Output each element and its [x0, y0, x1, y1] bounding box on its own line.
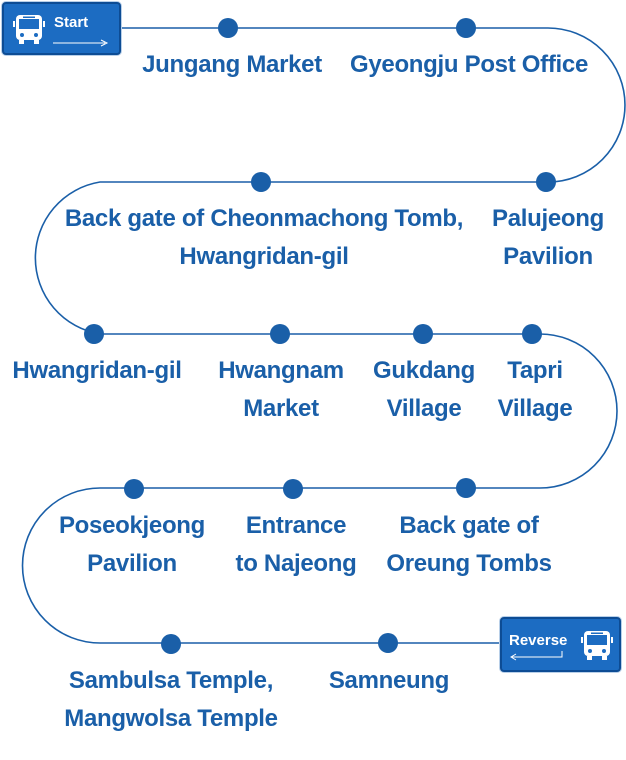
stop-label-line: Tapri — [507, 357, 563, 384]
stop-label-line: Village — [386, 395, 462, 422]
stop-label: Back gate of Cheonmachong Tomb, Hwangrida… — [64, 200, 464, 276]
stop-label-line: Jungang Market — [142, 51, 322, 78]
stop-dot — [84, 324, 104, 344]
stop-label-line: Samneung — [328, 667, 450, 694]
stop-label-line: Village — [497, 395, 573, 422]
stop-dot — [536, 172, 556, 192]
stop-label-line: Back gate of — [399, 512, 539, 539]
stop-label-line: Pavilion — [503, 243, 593, 270]
stop-label-line: Gyeongju Post Office — [349, 51, 589, 78]
start-label: Start — [54, 14, 89, 31]
stop-dot — [456, 478, 476, 498]
bus-icon — [581, 631, 613, 660]
stop-label-line: Hwangridan-gil — [179, 243, 349, 270]
stop-label-line: Sambulsa Temple, — [68, 667, 274, 694]
stop-dot — [456, 18, 476, 38]
stop-label: Gyeongju Post Office — [350, 46, 588, 84]
stop-label: Jungang Market — [142, 46, 322, 84]
arrow-right-icon — [53, 39, 109, 47]
start-badge: Start — [2, 2, 121, 55]
stop-dot — [378, 633, 398, 653]
stop-label-line: Mangwolsa Temple — [64, 705, 278, 732]
stop-dot — [522, 324, 542, 344]
stop-dot — [283, 479, 303, 499]
stop-label: Samneung — [328, 662, 450, 700]
stop-label: Entrance to Najeong — [236, 507, 357, 583]
stop-label-line: Gukdang — [373, 357, 475, 384]
stop-label-line: to Najeong — [235, 550, 357, 577]
stop-dot — [270, 324, 290, 344]
stop-label: Hwangridan-gil — [12, 352, 181, 390]
stop-label-line: Pavilion — [87, 550, 177, 577]
stop-dot — [251, 172, 271, 192]
reverse-badge: Reverse — [500, 617, 621, 672]
bus-icon — [13, 15, 45, 44]
stop-label-line: Hwangnam — [218, 357, 344, 384]
stop-label-line: Entrance — [245, 512, 347, 539]
stop-dot — [413, 324, 433, 344]
stop-label-line: Hwangridan-gil — [12, 357, 182, 384]
stop-label-line: Oreung Tombs — [386, 550, 552, 577]
stop-dot — [124, 479, 144, 499]
stop-dot — [218, 18, 238, 38]
stop-label-line: Poseokjeong — [58, 512, 206, 539]
route-line — [21, 27, 626, 644]
stop-label-line: Back gate of Cheonmachong Tomb, — [64, 205, 464, 232]
stop-label-line: Market — [243, 395, 319, 422]
arrow-left-icon — [510, 651, 563, 661]
stop-label: Back gate of Oreung Tombs — [386, 507, 552, 583]
reverse-label: Reverse — [509, 632, 568, 649]
stop-label-line: Palujeong — [492, 205, 604, 232]
stop-dot — [161, 634, 181, 654]
stop-label: Sambulsa Temple, Mangwolsa Temple — [64, 662, 278, 738]
